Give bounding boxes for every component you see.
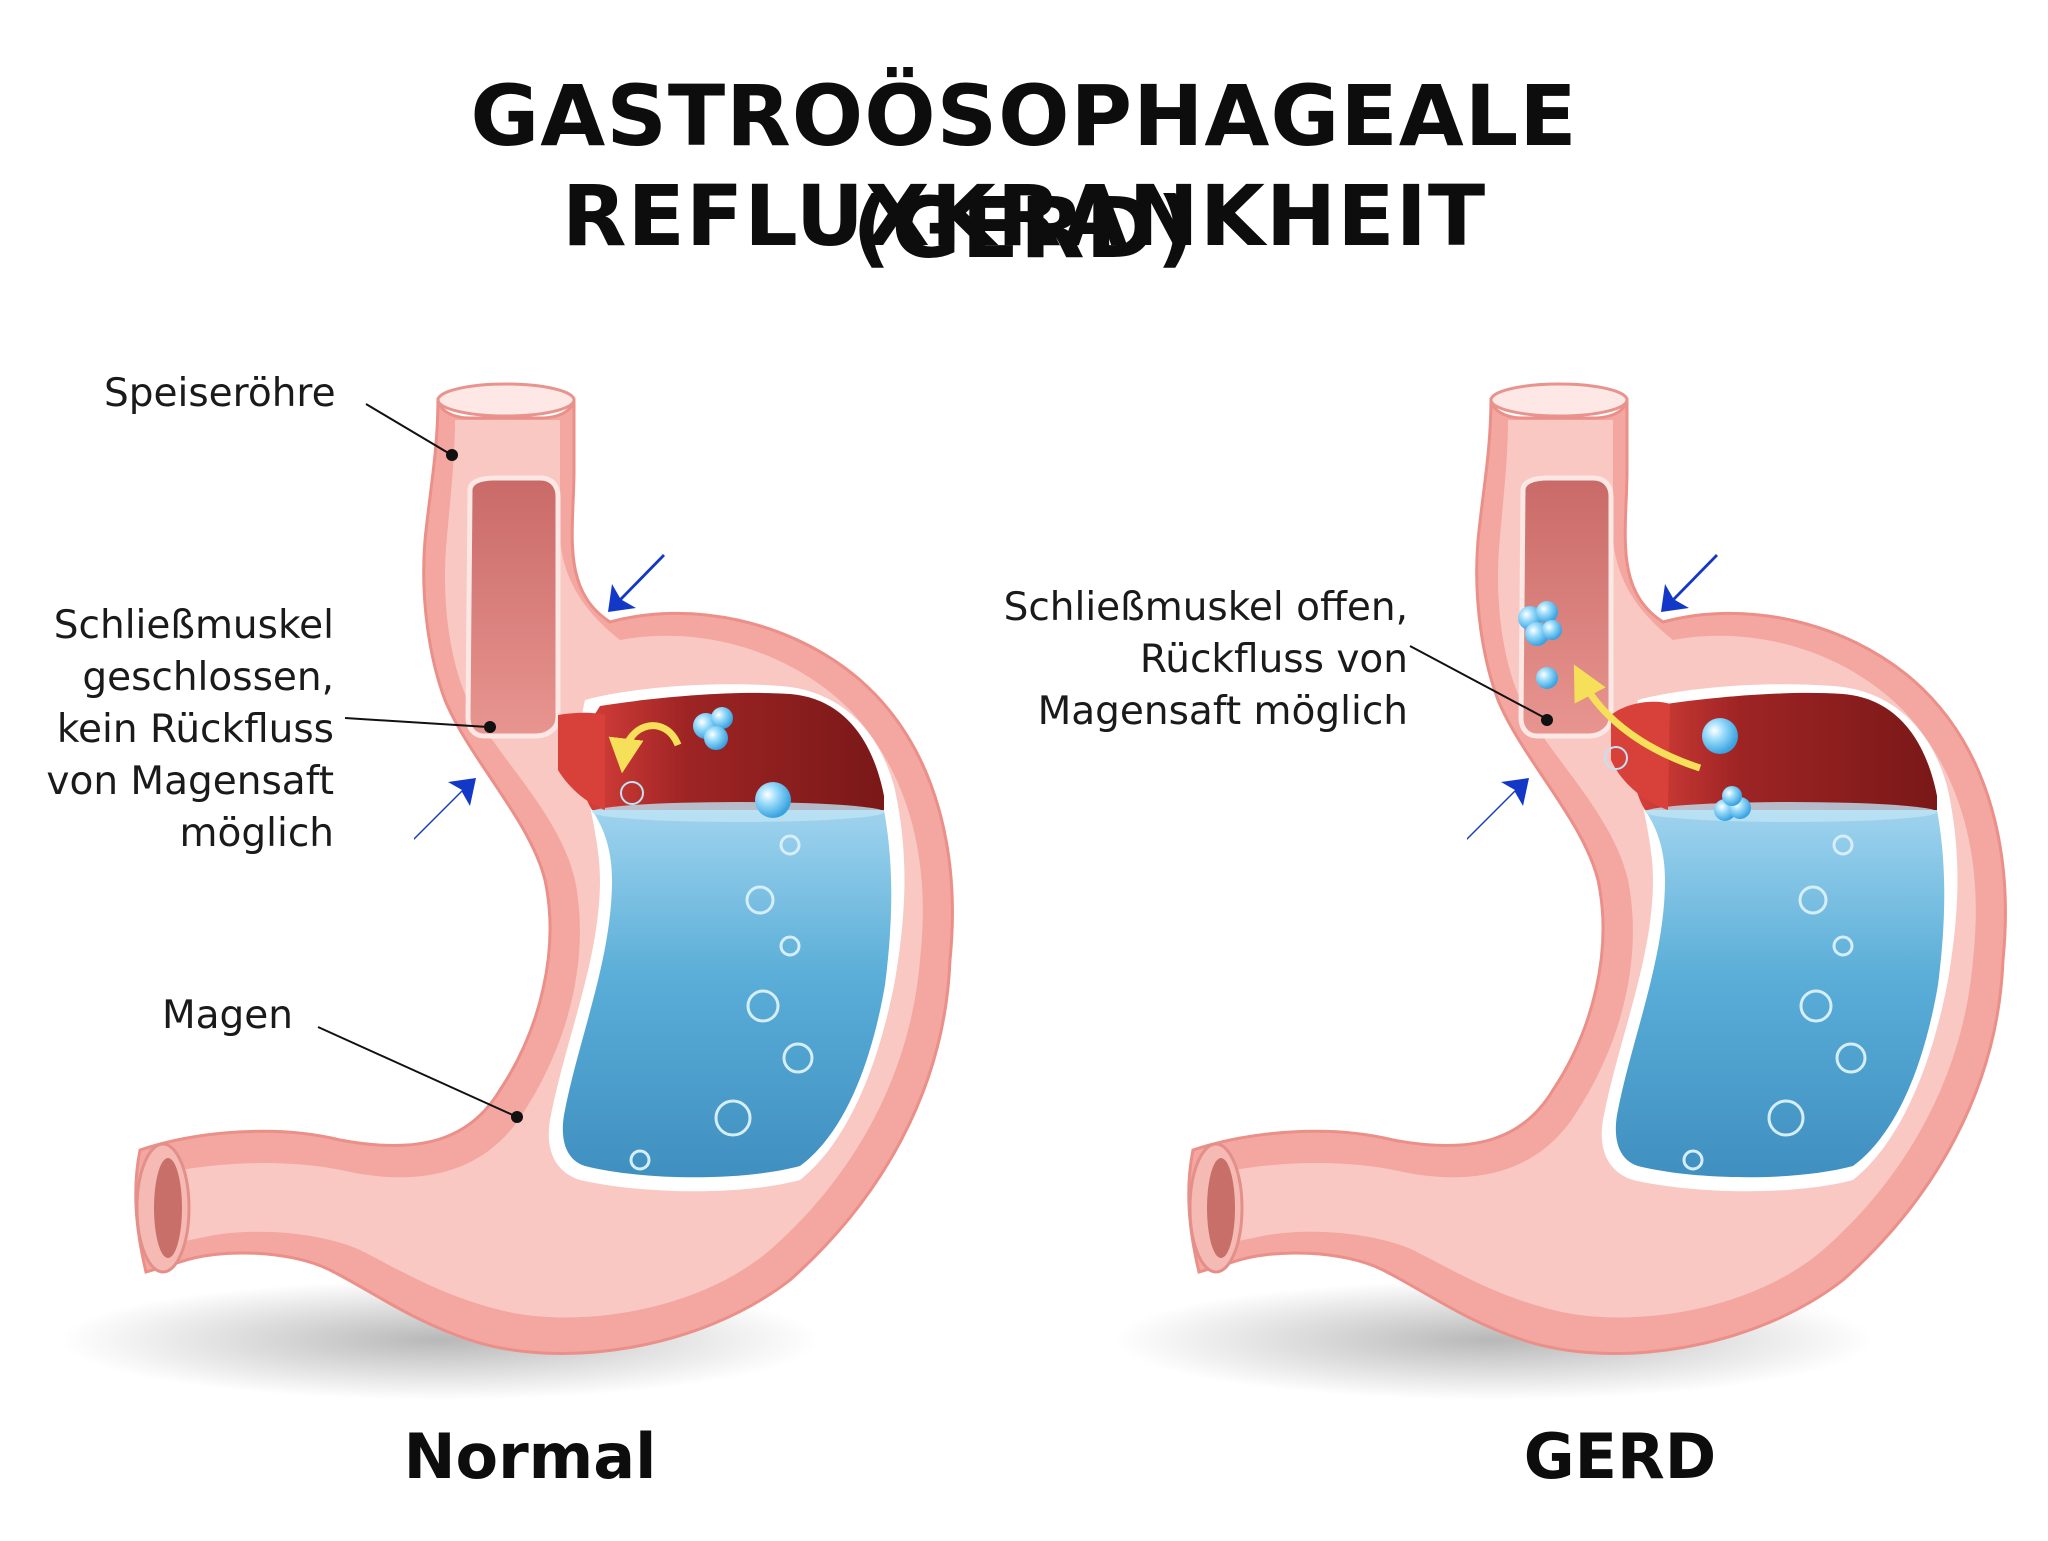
- reflux-bubbles-icon: [1518, 601, 1751, 821]
- blocked-reflux-arrow-icon: [608, 722, 682, 774]
- label-line: Rückfluss von: [1139, 637, 1408, 682]
- marker-stomach: [511, 1111, 523, 1123]
- compression-arrow-top-icon: [608, 554, 665, 612]
- label-line: geschlossen,: [82, 655, 334, 700]
- normal-stomach: [60, 384, 952, 1400]
- leader-stomach: [317, 1026, 516, 1117]
- label-line: Schließmuskel offen,: [1003, 585, 1408, 630]
- page-title-line1: GASTROÖSOPHAGEALE REFLUXKRANKHEIT: [470, 67, 1578, 265]
- marker-sphincter-gerd: [1541, 714, 1553, 726]
- label-sphincter-closed: Schließmuskel geschlossen, kein Rückflus…: [20, 600, 334, 860]
- label-line: möglich: [179, 811, 334, 856]
- label-line: Magensaft möglich: [1037, 689, 1408, 734]
- gerd-stomach: [1113, 384, 2005, 1400]
- leader-sphincter-gerd: [1409, 645, 1546, 719]
- compression-arrow-bottom-icon: [1467, 778, 1529, 840]
- label-esophagus: Speiseröhre: [104, 371, 336, 416]
- compression-arrow-top-icon: [1661, 554, 1718, 612]
- label-sphincter-open: Schließmuskel offen, Rückfluss von Magen…: [960, 582, 1408, 738]
- leader-esophagus: [365, 403, 451, 455]
- marker-esophagus: [446, 449, 458, 461]
- reflux-arrow-icon: [1573, 664, 1702, 772]
- caption-normal: Normal: [403, 1420, 657, 1493]
- marker-sphincter-normal: [484, 721, 496, 733]
- leader-sphincter-normal: [344, 717, 489, 728]
- compression-arrow-bottom-icon: [414, 778, 476, 840]
- page-title-line2: (GERD): [852, 179, 1196, 277]
- label-stomach: Magen: [162, 993, 294, 1038]
- label-line: von Magensaft: [46, 759, 334, 804]
- bubble-cluster-icon: [620, 707, 791, 818]
- label-line: Schließmuskel: [53, 603, 334, 648]
- caption-gerd: GERD: [1523, 1420, 1717, 1493]
- label-line: kein Rückfluss: [56, 707, 334, 752]
